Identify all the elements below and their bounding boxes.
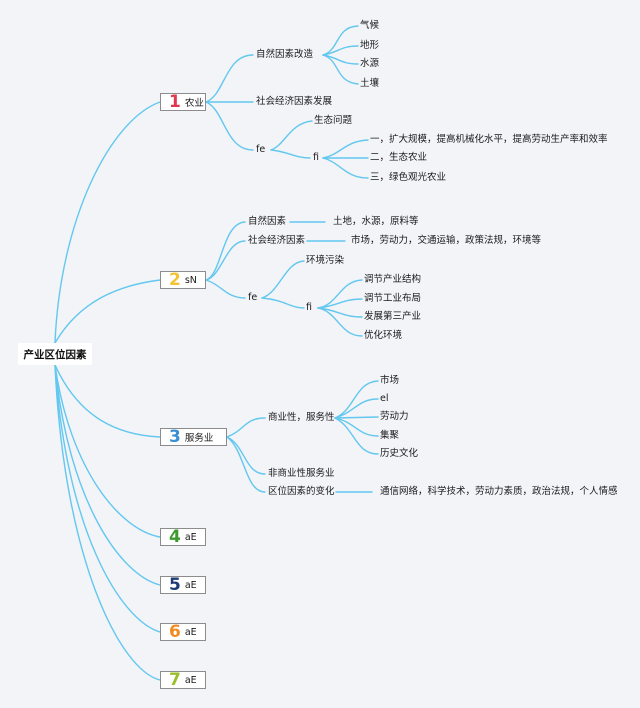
branch-label: sN xyxy=(184,274,197,286)
node-leaf[interactable]: 三，绿色观光农业 xyxy=(370,172,447,183)
branch-label: 农业 xyxy=(184,98,204,109)
branch-number: 2 xyxy=(169,270,181,290)
node-detail[interactable]: 市场，劳动力，交通运输，政策法规，环境等 xyxy=(351,235,542,246)
node-leaf[interactable]: el xyxy=(380,393,389,404)
branch-number: 1 xyxy=(169,92,181,112)
branch-number: 5 xyxy=(169,575,181,595)
branch-node-1[interactable]: 1 农业 xyxy=(160,93,206,111)
node-leaf[interactable]: 气候 xyxy=(360,20,380,31)
node-fi[interactable]: fi xyxy=(306,302,312,313)
node-location-factor-change[interactable]: 区位因素的变化 xyxy=(268,486,335,497)
node-leaf[interactable]: 集聚 xyxy=(380,430,400,441)
node-eco-problem[interactable]: 生态问题 xyxy=(314,115,353,126)
node-natural-factor-transform[interactable]: 自然因素改造 xyxy=(256,49,314,60)
branch-node-5[interactable]: 5 aE xyxy=(160,576,206,594)
node-natural-factor[interactable]: 自然因素 xyxy=(248,216,287,227)
node-leaf[interactable]: 优化环境 xyxy=(364,330,403,341)
branch-number: 3 xyxy=(169,427,181,447)
branch-number: 6 xyxy=(169,622,181,642)
node-leaf[interactable]: 水源 xyxy=(360,58,380,69)
node-fe[interactable]: fe xyxy=(256,144,266,155)
branch-label: aE xyxy=(184,531,197,543)
branch-node-7[interactable]: 7 aE xyxy=(160,671,206,689)
branch-node-6[interactable]: 6 aE xyxy=(160,623,206,641)
node-env-pollution[interactable]: 环境污染 xyxy=(306,255,345,266)
branch-label: aE xyxy=(184,579,197,591)
branch-number: 4 xyxy=(169,527,181,547)
node-detail[interactable]: 土地，水源，原料等 xyxy=(333,216,419,227)
node-socioeconomic-development[interactable]: 社会经济因素发展 xyxy=(256,96,333,107)
node-leaf[interactable]: 市场 xyxy=(380,375,400,386)
node-leaf[interactable]: 历史文化 xyxy=(380,448,419,459)
node-leaf[interactable]: 二，生态农业 xyxy=(370,152,428,163)
branch-node-4[interactable]: 4 aE xyxy=(160,528,206,546)
node-leaf[interactable]: 劳动力 xyxy=(380,411,409,422)
node-leaf[interactable]: 一，扩大规模，提高机械化水平，提高劳动生产率和效率 xyxy=(370,134,608,145)
root-node[interactable]: 产业区位因素 xyxy=(18,343,92,365)
node-leaf[interactable]: 发展第三产业 xyxy=(364,311,422,322)
branch-node-3[interactable]: 3 服务业 xyxy=(160,428,227,446)
node-commercial-service[interactable]: 商业性，服务性 xyxy=(268,412,335,423)
branch-node-2[interactable]: 2 sN xyxy=(160,271,206,289)
node-socioeconomic-factor[interactable]: 社会经济因素 xyxy=(248,235,306,246)
node-fi[interactable]: fi xyxy=(313,152,319,163)
branch-number: 7 xyxy=(169,670,181,690)
node-detail[interactable]: 通信网络，科学技术，劳动力素质，政治法规，个人情感 xyxy=(380,486,618,497)
branch-label: aE xyxy=(184,626,197,638)
node-noncommercial-service[interactable]: 非商业性服务业 xyxy=(268,468,335,479)
branch-label: aE xyxy=(184,674,197,686)
node-fe[interactable]: fe xyxy=(248,292,258,303)
node-leaf[interactable]: 调节产业结构 xyxy=(364,274,422,285)
node-leaf[interactable]: 地形 xyxy=(360,40,380,51)
branch-label: 服务业 xyxy=(184,433,214,444)
node-leaf[interactable]: 调节工业布局 xyxy=(364,293,422,304)
node-leaf[interactable]: 土壤 xyxy=(360,78,380,89)
